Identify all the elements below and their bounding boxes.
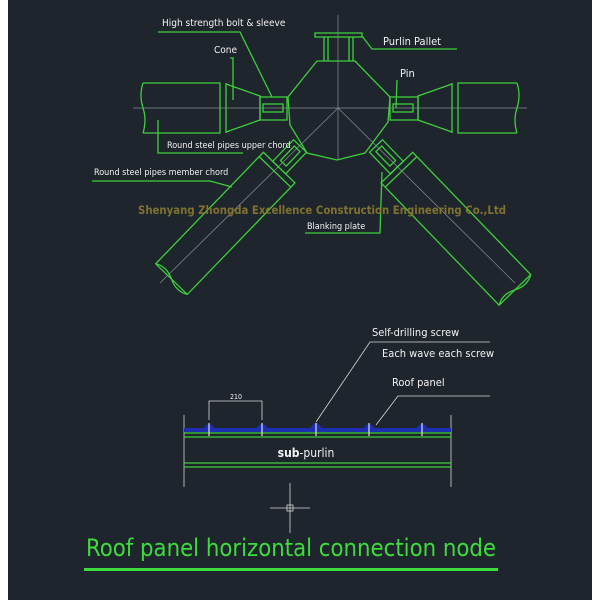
leader-lines <box>92 31 457 234</box>
label-bolt-sleeve: High strength bolt & sleeve <box>162 18 286 29</box>
label-cone: Cone <box>214 45 237 56</box>
crosshair-cursor <box>270 483 310 533</box>
right-upper-chord <box>389 82 520 134</box>
label-self-drilling-screw: Self-drilling screw <box>372 326 459 339</box>
label-pin: Pin <box>400 67 415 80</box>
label-upper-chord: Round steel pipes upper chord <box>167 141 291 151</box>
label-blanking-plate: Blanking plate <box>307 222 365 232</box>
watermark: Shenyang Zhongda Excellence Construction… <box>138 203 506 217</box>
purlin-pallet <box>314 32 363 61</box>
ball-node <box>287 60 391 161</box>
label-screw-note: Each wave each screw <box>382 347 494 360</box>
label-sub-purlin: sub-purlin <box>278 446 335 460</box>
title-underline <box>84 568 498 571</box>
center-lines <box>133 15 527 284</box>
left-upper-chord <box>140 82 288 134</box>
drawing-title: Roof panel horizontal connection node <box>86 534 496 562</box>
left-member-chord <box>154 138 308 296</box>
right-member-chord <box>368 138 532 307</box>
label-roof-panel: Roof panel <box>392 376 445 389</box>
label-purlin-pallet: Purlin Pallet <box>383 35 441 48</box>
dimension-label: 210 <box>230 393 242 401</box>
label-member-chord: Round steel pipes member chord <box>94 168 228 178</box>
roof-panel-section <box>183 341 490 487</box>
